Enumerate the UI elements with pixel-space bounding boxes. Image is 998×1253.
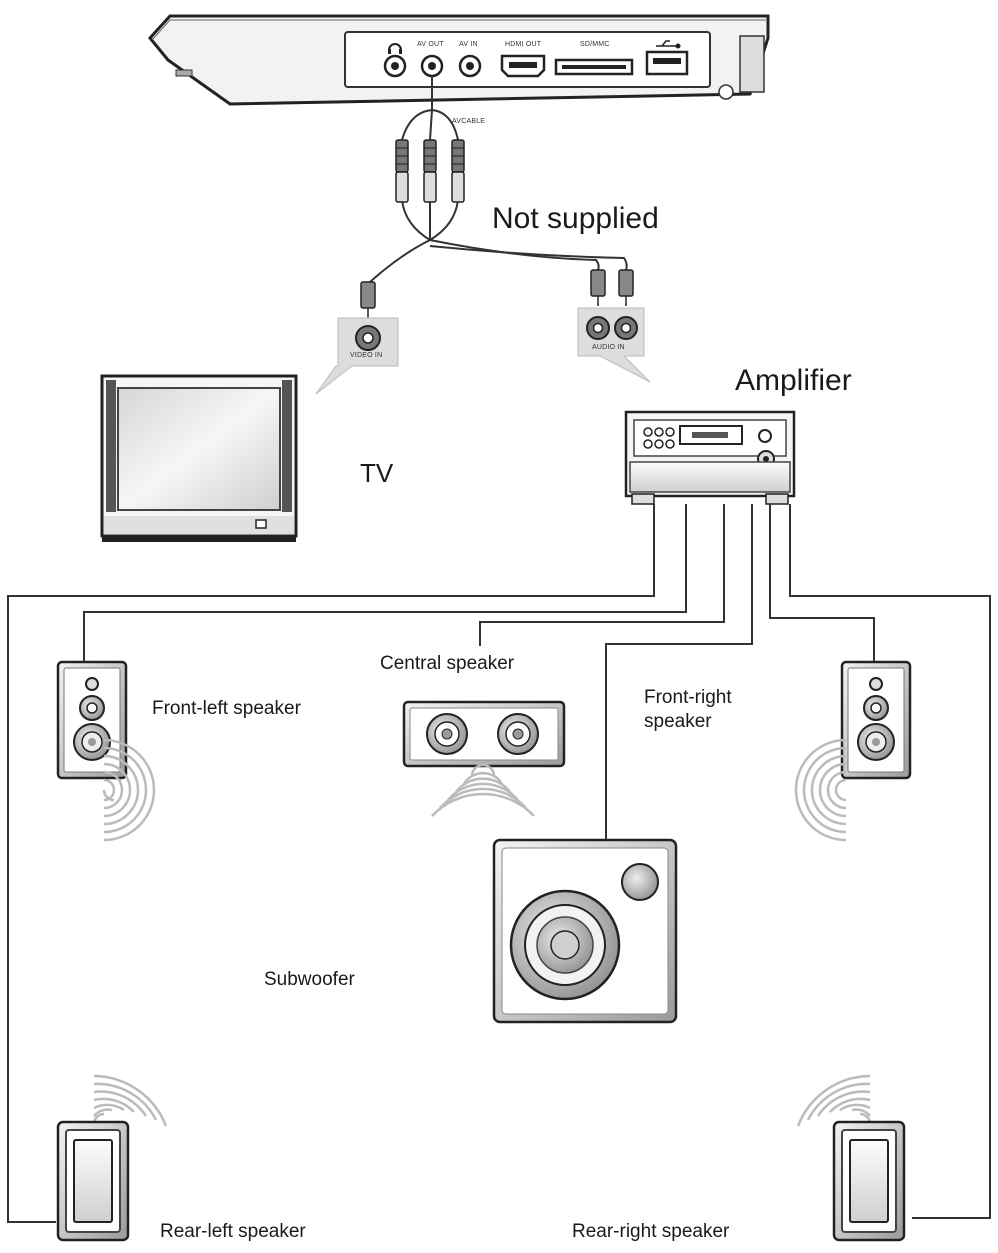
central-speaker-label: Central speaker [380, 653, 515, 674]
cable-label: AVCABLE [452, 118, 486, 125]
rear-right-speaker-label: Rear-right speaker [572, 1221, 730, 1242]
sound-waves-front-right [794, 738, 847, 842]
sound-waves-central [431, 763, 535, 817]
sound-waves-front-left [102, 738, 156, 842]
sound-waves-rear-left [92, 1074, 168, 1127]
rear-left-speaker [56, 1120, 130, 1242]
wire-subwoofer [605, 504, 753, 840]
rca-plugs-player-side [395, 139, 465, 203]
usb-icon [656, 40, 681, 49]
port-label-av-out: AV OUT [417, 41, 444, 48]
port-label-hdmi-out: HDMI OUT [505, 41, 542, 48]
rca-plugs-audio [590, 269, 634, 306]
tv-video-in-callout [315, 317, 399, 395]
av-cable [369, 76, 628, 283]
central-speaker [402, 700, 566, 768]
wire-rear-left [7, 504, 655, 1223]
speaker-wires [7, 504, 991, 1223]
front-right-speaker-label-line2: speaker [644, 711, 712, 732]
rca-plug-video [360, 281, 376, 318]
amp-volume-knob [758, 429, 772, 443]
front-left-speaker-label: Front-left speaker [152, 698, 301, 719]
front-right-speaker [840, 660, 912, 780]
subwoofer-unit [492, 838, 678, 1024]
wire-rear-right [789, 504, 991, 1219]
tv-power-button [255, 519, 267, 529]
wire-front-right [769, 504, 875, 662]
front-left-speaker [56, 660, 128, 780]
dvd-player [148, 14, 770, 106]
wire-front-left [83, 504, 687, 662]
wire-central [479, 504, 725, 646]
headphone-icon [388, 43, 402, 51]
amp-audio-in-callout [577, 307, 651, 383]
rear-left-speaker-label: Rear-left speaker [160, 1221, 306, 1242]
amplifier-unit [624, 410, 796, 505]
tv-label: TV [360, 458, 394, 488]
port-label-sd-mmc: SD/MMC [580, 41, 610, 48]
not-supplied-label: Not supplied [492, 202, 659, 235]
front-right-speaker-label-line1: Front-right [644, 687, 732, 708]
subwoofer-label: Subwoofer [264, 969, 355, 990]
rear-right-speaker [832, 1120, 906, 1242]
tv-input-label: VIDEO IN [350, 352, 383, 359]
sound-waves-rear-right [796, 1074, 872, 1127]
amplifier-label: Amplifier [735, 364, 852, 397]
amp-input-label: AUDIO IN [592, 344, 625, 351]
tv-screen [117, 387, 281, 511]
tv-set [100, 374, 298, 542]
port-label-av-in: AV IN [459, 41, 478, 48]
